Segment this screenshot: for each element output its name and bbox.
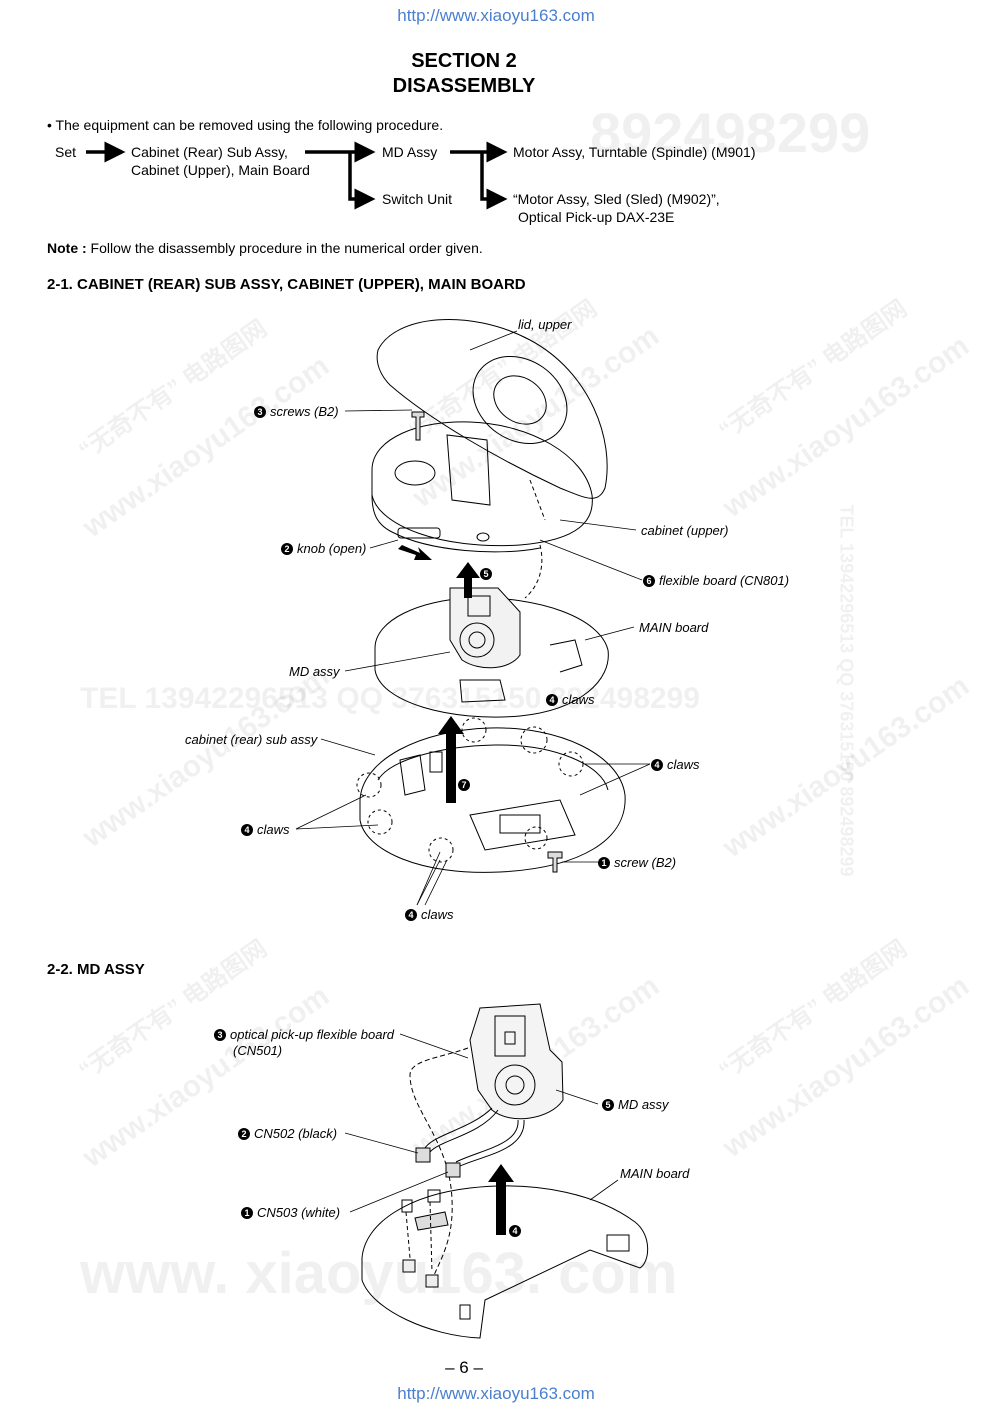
label-claws-d: 4 claws (405, 907, 454, 922)
label-optical-flex-text: optical pick-up flexible board (230, 1027, 395, 1042)
note-text: Follow the disassembly procedure in the … (86, 240, 483, 256)
label-md-assy: MD assy (289, 664, 340, 679)
label-optical-flex-line2: (CN501) (233, 1043, 283, 1058)
header-url[interactable]: http://www.xiaoyu163.com (397, 6, 595, 25)
step-7-marker: 7 (458, 776, 474, 794)
step-4b-badge: 4 (651, 759, 663, 771)
step-4c-badge: 4 (241, 824, 253, 836)
fig2-step-1-badge: 1 (241, 1207, 253, 1219)
label-claws-b: 4 claws (651, 757, 700, 772)
main-board-drawing (374, 597, 609, 718)
label-lid-upper: lid, upper (518, 317, 572, 332)
flow-motor-sled-line1: “Motor Assy, Sled (Sled) (M902)”, (513, 191, 720, 207)
label-cn502-text: CN502 (black) (254, 1126, 338, 1141)
step-5-badge: 5 (480, 568, 492, 580)
label-claws-c-text: claws (257, 822, 290, 837)
fig1-heading: 2-1. CABINET (REAR) SUB ASSY, CABINET (U… (47, 276, 526, 293)
label-claws-d-text: claws (421, 907, 454, 922)
section-title: DISASSEMBLY (392, 75, 536, 97)
label-optical-flex: 3 optical pick-up flexible board (214, 1027, 394, 1042)
fig2-step-3-badge: 3 (214, 1029, 226, 1041)
step-5-marker: 5 (480, 565, 496, 583)
step-7-badge: 7 (458, 779, 470, 791)
flow-set: Set (55, 144, 77, 160)
label-main-board: MAIN board (639, 620, 709, 635)
flow-md-assy: MD Assy (382, 144, 438, 160)
fig2-main-board-drawing (361, 1185, 649, 1339)
label-fig2-md-assy-text: MD assy (618, 1097, 669, 1112)
fig2-step-2-badge: 2 (238, 1128, 250, 1140)
label-screws-b2: 3 screws (B2) (254, 404, 339, 419)
note: Note : Follow the disassembly procedure … (47, 240, 483, 256)
label-screw-b2-text: screw (B2) (614, 855, 677, 870)
cabinet-rear-drawing (359, 727, 626, 873)
step-1-badge: 1 (598, 857, 610, 869)
label-claws-c: 4 claws (241, 822, 290, 837)
intro-text: • The equipment can be removed using the… (47, 117, 444, 133)
note-label: Note : (47, 240, 87, 256)
label-knob-open-text: knob (open) (297, 541, 367, 556)
md-assy-drawing (469, 1003, 564, 1120)
step-2-badge: 2 (281, 543, 293, 555)
fig2-heading: 2-2. MD ASSY (47, 961, 145, 978)
label-cn502: 2 CN502 (black) (238, 1126, 337, 1141)
fig2-step-4-badge: 4 (509, 1225, 521, 1237)
flow-step1-line2: Cabinet (Upper), Main Board (131, 162, 310, 178)
page-number: – 6 – (445, 1358, 483, 1377)
label-claws-a-text: claws (562, 692, 595, 707)
flow-switch-unit: Switch Unit (382, 191, 453, 207)
label-fig2-md-assy: 5 MD assy (602, 1097, 669, 1112)
label-cabinet-rear: cabinet (rear) sub assy (185, 732, 318, 747)
flow-step1-line1: Cabinet (Rear) Sub Assy, (131, 144, 288, 160)
label-knob-open: 2 knob (open) (281, 541, 366, 556)
label-cn503: 1 CN503 (white) (241, 1205, 340, 1220)
fig2-step-5-badge: 5 (602, 1099, 614, 1111)
cabinet-upper-drawing (371, 421, 593, 547)
label-screw-b2: 1 screw (B2) (598, 855, 676, 870)
label-cn503-text: CN503 (white) (257, 1205, 341, 1220)
lid-upper-drawing (376, 318, 608, 499)
label-flexible-board: 6 flexible board (CN801) (643, 573, 789, 588)
label-claws-b-text: claws (667, 757, 700, 772)
fig2-step-4-marker: 4 (509, 1222, 525, 1240)
flow-motor-spindle: Motor Assy, Turntable (Spindle) (M901) (513, 144, 756, 160)
step-4a-badge: 4 (546, 694, 558, 706)
label-claws-a: 4 claws (546, 692, 595, 707)
flow-motor-sled-line2: Optical Pick-up DAX-23E (518, 209, 675, 225)
step-6-badge: 6 (643, 575, 655, 587)
step-4d-badge: 4 (405, 909, 417, 921)
step-3-badge: 3 (254, 406, 266, 418)
label-screws-b2-text: screws (B2) (270, 404, 339, 419)
label-flexible-board-text: flexible board (CN801) (659, 573, 790, 588)
label-fig2-main-board: MAIN board (620, 1166, 690, 1181)
label-cabinet-upper: cabinet (upper) (641, 523, 729, 538)
section-number: SECTION 2 (411, 50, 517, 72)
footer-url[interactable]: http://www.xiaoyu163.com (397, 1384, 595, 1403)
